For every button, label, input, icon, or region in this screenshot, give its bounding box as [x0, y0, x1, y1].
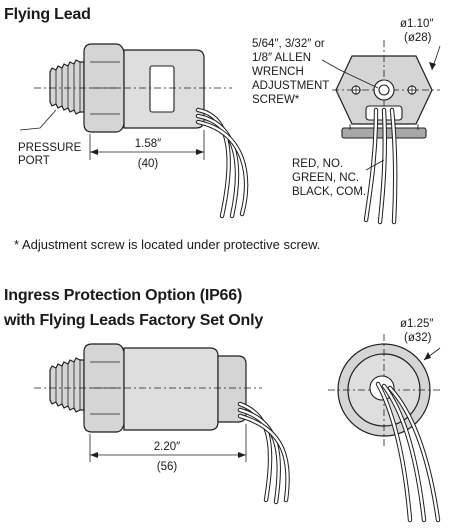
adjustment-note: * Adjustment screw is located under prot… — [14, 237, 321, 252]
wire-color-black: BLACK, COM. — [292, 186, 367, 198]
screw-label-line2: 1/8″ ALLEN — [252, 52, 312, 64]
dia-mm: (ø28) — [404, 32, 432, 44]
leader-wires — [365, 159, 385, 171]
end-view-leads-ip66 — [375, 381, 441, 523]
screw-label-line4: ADJUSTMENT — [252, 80, 330, 92]
wire-color-green: GREEN, NC. — [292, 172, 360, 184]
flying-lead-end-view — [321, 40, 441, 225]
section-title-flying-lead: Flying Lead — [4, 6, 91, 23]
ip66-side-view — [34, 343, 290, 505]
dim-length-inch-ip66: 2.20″ — [142, 441, 192, 454]
leader-pressure-port — [19, 109, 57, 131]
thread-port — [49, 59, 85, 115]
thread-port-ip66 — [49, 357, 85, 413]
ip66-end-view — [328, 334, 441, 523]
screw-label-line5: SCREW* — [252, 94, 300, 106]
dim-length-inch: 1.58″ — [126, 138, 170, 151]
wire-color-red: RED, NO. — [292, 158, 344, 170]
section-title-ingress-protection: Ingress Protection Option (IP66) — [4, 287, 243, 304]
flying-leads — [195, 107, 249, 219]
screw-label-line3: WRENCH — [252, 66, 304, 78]
dim-length-mm: (40) — [137, 158, 159, 170]
dia-inch-ip66: ø1.25″ — [400, 318, 434, 330]
dia-inch: ø1.10″ — [400, 18, 434, 30]
section-subtitle-factory-set: with Flying Leads Factory Set Only — [4, 312, 264, 329]
dim-length-mm-ip66: (56) — [156, 461, 178, 473]
flying-lead-side-view — [19, 43, 249, 219]
pressure-port-label-line1: PRESSURE — [18, 142, 82, 154]
flying-leads-ip66 — [237, 401, 290, 505]
pressure-port-label-line2: PORT — [18, 155, 50, 167]
leader-adjustment-screw — [321, 59, 379, 89]
housing-ip66 — [123, 347, 219, 431]
end-view-leads — [363, 107, 398, 225]
dia-mm-ip66: (ø32) — [404, 332, 432, 344]
label-window — [149, 65, 175, 113]
screw-label-line1: 5/64″, 3/32″ or — [252, 38, 325, 50]
